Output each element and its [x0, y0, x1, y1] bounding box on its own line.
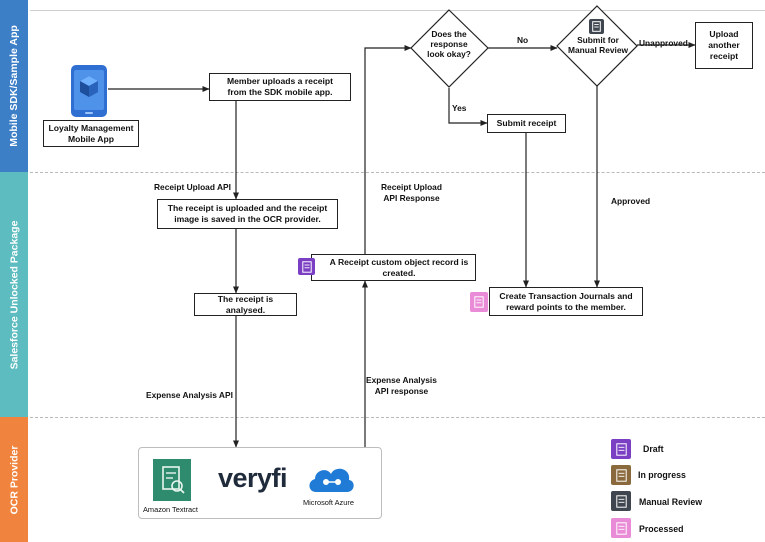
lane-salesforce: Salesforce Unlocked Package	[0, 172, 28, 417]
label-unapproved: Unapproved	[639, 38, 688, 48]
label-yes: Yes	[452, 103, 467, 113]
legend-manual-review-icon	[611, 491, 631, 511]
decision-response-text: Does the response look okay?	[427, 29, 471, 59]
label-expense-analysis-api: Expense Analysis API	[146, 390, 233, 400]
node-record-created: A Receipt custom object record is create…	[311, 254, 476, 281]
veryfi-logo: veryfi	[218, 463, 288, 493]
legend-processed-icon	[611, 518, 631, 538]
amazon-textract-logo	[153, 459, 191, 501]
draft-status-icon	[298, 258, 315, 275]
label-receipt-upload-api: Receipt Upload API	[154, 182, 231, 192]
microsoft-azure-logo	[305, 459, 357, 499]
decision-manual-shape	[556, 5, 638, 87]
amazon-textract-label: Amazon Textract	[143, 505, 198, 514]
mobile-phone-icon	[70, 64, 108, 118]
node-member-uploads: Member uploads a receipt from the SDK mo…	[209, 73, 351, 101]
node-app-label: Loyalty Management Mobile App	[43, 120, 139, 147]
lane-separator	[30, 10, 765, 11]
lane-separator	[30, 172, 765, 173]
manual-review-status-icon	[589, 19, 604, 34]
legend-manual-review-label: Manual Review	[639, 497, 703, 507]
label-expense-analysis-api-response: Expense Analysis API response	[366, 375, 437, 396]
lane-separator	[30, 417, 765, 418]
node-create-journals: Create Transaction Journals and reward p…	[489, 287, 643, 316]
label-receipt-upload-api-response: Receipt Upload API Response	[381, 182, 442, 203]
label-no: No	[517, 35, 529, 45]
label-approved: Approved	[611, 196, 651, 206]
edge-decision-yes	[448, 88, 488, 126]
node-upload-another: Upload another receipt	[695, 22, 753, 69]
legend-in-progress-icon	[611, 465, 631, 485]
node-submit-receipt: Submit receipt	[487, 114, 566, 133]
legend-draft-icon	[611, 439, 631, 459]
decision-manual-text: Submit for Manual Review	[567, 35, 629, 55]
microsoft-azure-label: Microsoft Azure	[303, 498, 354, 507]
legend-draft-label: Draft	[643, 444, 664, 454]
node-receipt-analysed: The receipt is analysed.	[194, 293, 297, 316]
node-receipt-uploaded: The receipt is uploaded and the receipt …	[157, 199, 338, 229]
decision-response-shape	[410, 9, 489, 88]
processed-status-icon	[470, 292, 488, 312]
lane-ocr: OCR Provider	[0, 417, 28, 542]
legend-in-progress-label: In progress	[638, 470, 686, 480]
lane-mobile: Mobile SDK/Sample App	[0, 0, 28, 172]
edge-record-to-decision	[364, 45, 412, 254]
legend-processed-label: Processed	[639, 524, 684, 534]
